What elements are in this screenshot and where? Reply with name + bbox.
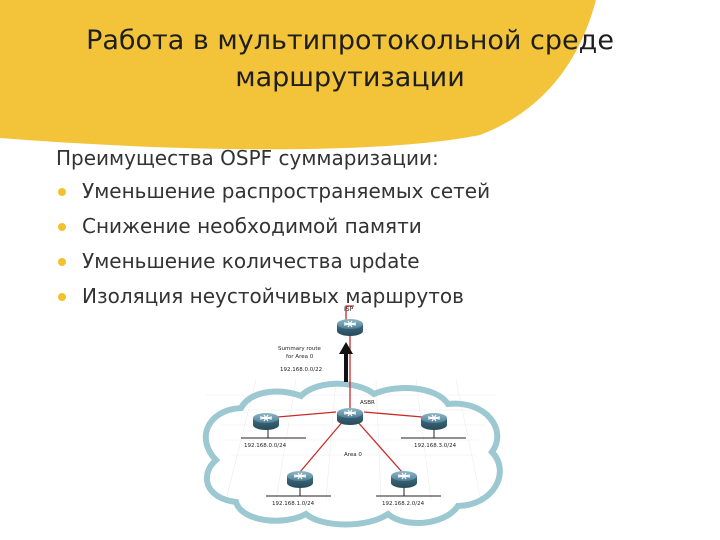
isp-label: ISP xyxy=(344,306,354,313)
benefit-item: Изоляция неустойчивых маршрутов xyxy=(56,281,490,316)
benefit-item: Уменьшение количества update xyxy=(56,246,490,281)
area-cloud xyxy=(202,380,503,528)
summary-note-line-1: Summary route xyxy=(278,346,321,352)
benefit-text: Уменьшение распространяемых сетей xyxy=(82,179,491,203)
slide-title-line-2: маршрутизации xyxy=(235,62,465,93)
bullet-icon xyxy=(58,188,66,196)
benefit-item: Уменьшение распространяемых сетей xyxy=(56,176,490,211)
router-bottom-left-icon xyxy=(286,470,314,489)
network-right-label: 192.168.3.0/24 xyxy=(414,443,457,449)
slide-title-line-1: Работа в мультипротокольной среде xyxy=(86,25,614,56)
area-label: Area 0 xyxy=(344,452,362,458)
router-bottom-right-icon xyxy=(390,470,418,489)
network-left-label: 192.168.0.0/24 xyxy=(244,443,287,449)
benefit-item: Снижение необходимой памяти xyxy=(56,211,490,246)
asbr-router-icon xyxy=(336,407,364,426)
benefit-text: Изоляция неустойчивых маршрутов xyxy=(82,284,464,308)
summary-arrow xyxy=(339,342,353,382)
router-left-icon xyxy=(252,412,280,431)
benefits-list: Уменьшение распространяемых сетей Снижен… xyxy=(56,176,490,316)
slide-title: Работа в мультипротокольной среде маршру… xyxy=(40,22,660,96)
router-right-icon xyxy=(420,412,448,431)
network-bottom-right-label: 192.168.2.0/24 xyxy=(382,501,425,507)
network-bottom-left-label: 192.168.1.0/24 xyxy=(272,501,315,507)
benefits-heading: Преимущества OSPF суммаризации: xyxy=(56,146,439,170)
network-diagram: ISP Summary route for Area 0 192.168.0.0… xyxy=(202,305,503,528)
bullet-icon xyxy=(58,223,66,231)
summary-note-line-2: for Area 0 xyxy=(286,354,314,360)
summary-network-label: 192.168.0.0/22 xyxy=(280,367,322,373)
isp-router-icon xyxy=(336,318,364,337)
benefit-text: Уменьшение количества update xyxy=(82,249,420,273)
bullet-icon xyxy=(58,258,66,266)
bullet-icon xyxy=(58,293,66,301)
benefit-text: Снижение необходимой памяти xyxy=(82,214,422,238)
asbr-label: ASBR xyxy=(360,400,375,406)
lan-segments xyxy=(241,426,466,497)
